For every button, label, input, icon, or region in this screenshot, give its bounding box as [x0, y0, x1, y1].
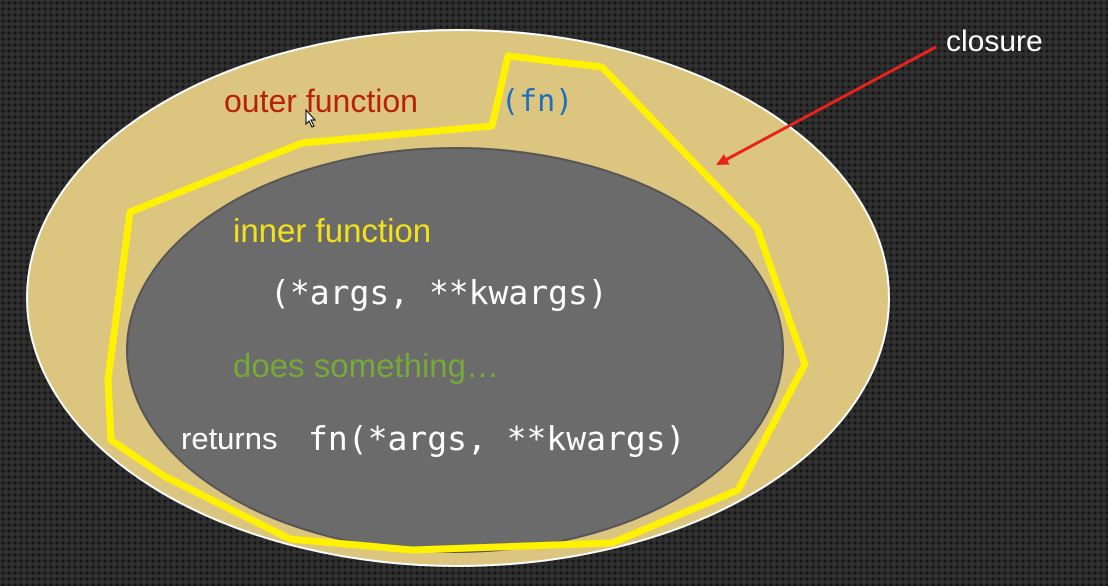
- closure-label: closure: [946, 25, 1043, 58]
- returns-label: returns: [181, 421, 277, 456]
- inner-function-params: (*args, **kwargs): [270, 273, 608, 312]
- closure-boundary: [104, 52, 809, 554]
- inner-function-label: inner function: [233, 212, 431, 249]
- outer-function-label: outer function: [224, 83, 418, 119]
- returns-call: fn(*args, **kwargs): [308, 419, 686, 458]
- does-something-label: does something…: [233, 347, 499, 384]
- mouse-cursor-icon: [305, 108, 317, 128]
- closure-arrow: [716, 45, 937, 166]
- outer-function-params: (fn): [501, 84, 573, 119]
- inner-function-ellipse: [126, 147, 784, 553]
